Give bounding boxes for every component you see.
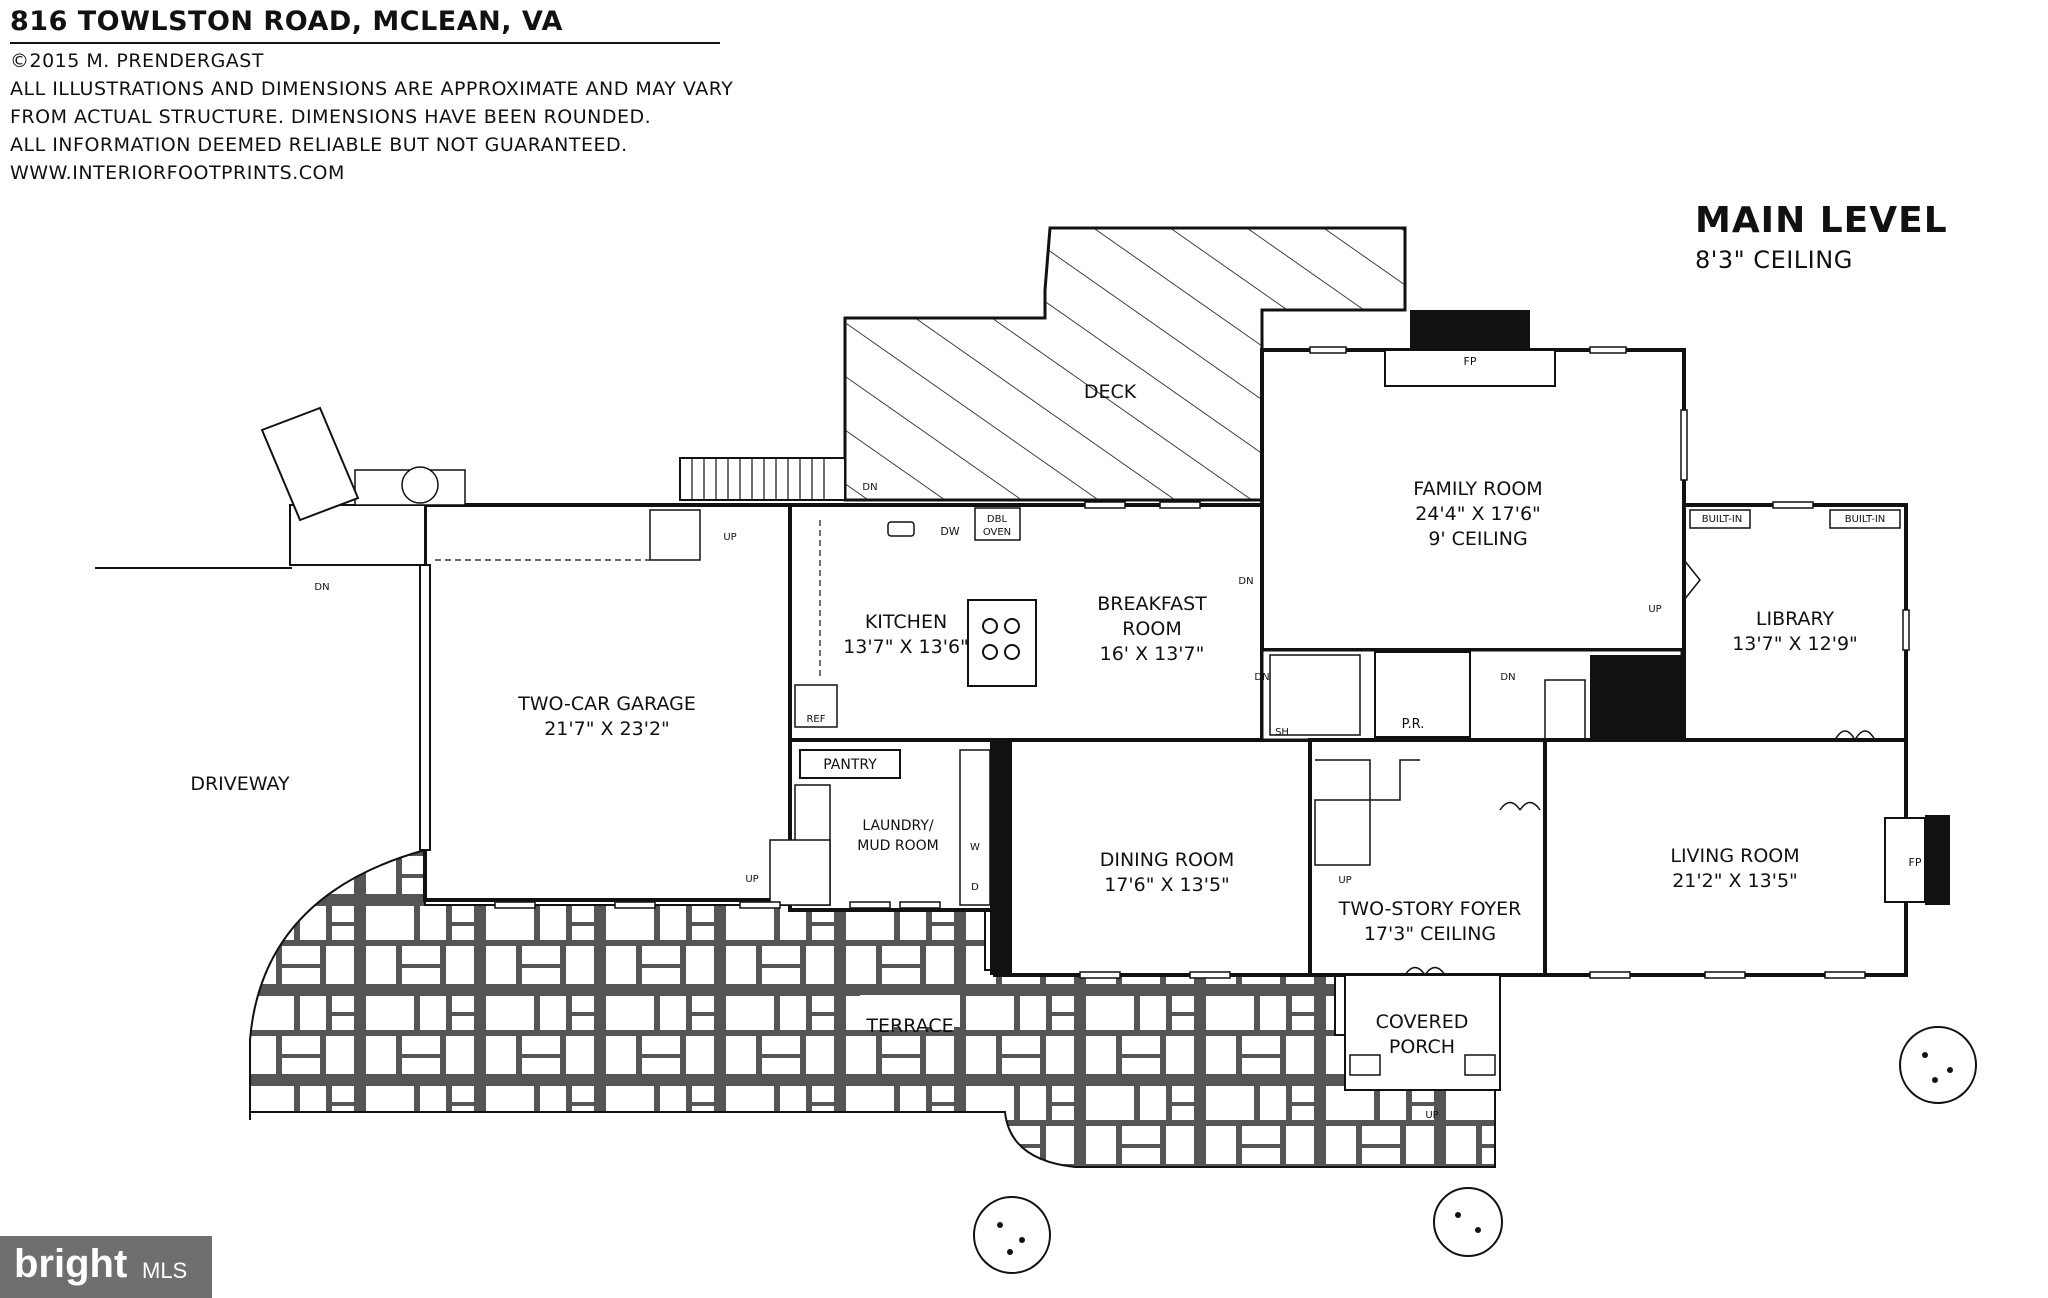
- family-room-dim: 24'4" X 17'6": [1415, 503, 1541, 525]
- garage-dim: 21'7" X 23'2": [544, 718, 670, 740]
- level-title: MAIN LEVEL: [1695, 200, 1948, 241]
- library-name: LIBRARY: [1756, 608, 1835, 630]
- foyer-name: TWO-STORY FOYER: [1338, 898, 1522, 920]
- family-room-walls: [1260, 348, 1686, 652]
- stair-dn-deck: DN: [862, 482, 877, 493]
- mls-suffix: MLS: [142, 1258, 188, 1283]
- family-fp-label: FP: [1464, 355, 1477, 368]
- kitchen-island: [967, 599, 1037, 687]
- entry-stairs: [769, 839, 831, 906]
- foyer-ceiling: 17'3" CEILING: [1364, 923, 1496, 945]
- kitchen-dim: 13'7" X 13'6": [843, 636, 969, 658]
- copyright-line: ©2015 M. PRENDERGAST: [10, 50, 264, 72]
- brand-logo-text: bright: [14, 1242, 128, 1286]
- kitchen-name: KITCHEN: [865, 611, 947, 633]
- disclaimer-line-3: ALL INFORMATION DEEMED RELIABLE BUT NOT …: [10, 134, 628, 156]
- porch-label-2: PORCH: [1389, 1036, 1455, 1058]
- disclaimer-line-2: FROM ACTUAL STRUCTURE. DIMENSIONS HAVE B…: [10, 106, 652, 128]
- living-fireplace-hearth: [1884, 817, 1926, 903]
- address-title: 816 TOWLSTON ROAD, MCLEAN, VA: [10, 6, 563, 37]
- breakfast-name-1: BREAKFAST: [1097, 593, 1207, 615]
- level-ceiling: 8'3" CEILING: [1695, 246, 1853, 274]
- foyer-curved-stair: [1315, 759, 1420, 801]
- stair-dn-basement: DN: [1500, 672, 1515, 683]
- sink: [887, 521, 915, 537]
- garage-door: [419, 564, 431, 851]
- breakfast-name-2: ROOM: [1122, 618, 1182, 640]
- dbl-oven-label-1: DBL: [987, 514, 1008, 525]
- living-fireplace-chimney: [1925, 815, 1950, 905]
- ref-label: REF: [806, 714, 825, 725]
- deck-label: DECK: [1084, 381, 1137, 403]
- rear-stairs: [679, 457, 846, 501]
- stair-dn-side: DN: [314, 582, 329, 593]
- builtin-label-2: BUILT-IN: [1845, 514, 1886, 525]
- living-room-walls: [1543, 738, 1908, 977]
- stair-dn-hall: DN: [1254, 672, 1269, 683]
- living-dim: 21'2" X 13'5": [1672, 870, 1798, 892]
- breakfast-dim: 16' X 13'7": [1100, 643, 1205, 665]
- dining-dim: 17'6" X 13'5": [1104, 874, 1230, 896]
- dining-name: DINING ROOM: [1100, 849, 1235, 871]
- living-fp-label: FP: [1909, 856, 1922, 869]
- family-fireplace-chimney: [1410, 310, 1530, 350]
- powder-room-label: P.R.: [1402, 717, 1425, 732]
- laundry-label-1: LAUNDRY/: [862, 818, 934, 834]
- terrace-label-bg: [860, 995, 960, 1027]
- sh-label: SH: [1275, 727, 1289, 738]
- stair-up-porch: UP: [1425, 1110, 1438, 1121]
- trees: [973, 1026, 1977, 1274]
- deck: [843, 226, 1407, 502]
- builtin-label-1: BUILT-IN: [1702, 514, 1743, 525]
- dw-label: DW: [940, 525, 959, 538]
- terrace-label: TERRACE: [865, 1015, 953, 1037]
- stair-up-garage: UP: [723, 532, 736, 543]
- side-ramp: [260, 406, 360, 522]
- disclaimer-line-1: ALL ILLUSTRATIONS AND DIMENSIONS ARE APP…: [10, 78, 734, 100]
- refrigerator: [794, 684, 838, 728]
- dbl-oven-label-2: OVEN: [983, 527, 1011, 538]
- library-dim: 13'7" X 12'9": [1732, 633, 1858, 655]
- driveway-label: DRIVEWAY: [190, 773, 290, 795]
- laundry-label-2: MUD ROOM: [857, 838, 938, 854]
- mls-watermark: bright MLS: [0, 1236, 212, 1298]
- living-name: LIVING ROOM: [1670, 845, 1799, 867]
- family-room-name: FAMILY ROOM: [1413, 478, 1542, 500]
- laundry-counter: [959, 749, 991, 906]
- washer-label: W: [970, 842, 980, 853]
- powder-room: [1374, 651, 1471, 738]
- title-underline: [10, 42, 720, 44]
- dryer-label: D: [971, 882, 979, 893]
- stair-up-foyer: UP: [1338, 875, 1351, 886]
- family-room-ceiling: 9' CEILING: [1428, 528, 1527, 550]
- library-walls: [1682, 503, 1908, 742]
- porch-label-1: COVERED: [1376, 1011, 1469, 1033]
- dbl-oven: [974, 507, 1021, 541]
- pantry: [799, 749, 901, 779]
- website-link[interactable]: WWW.INTERIORFOOTPRINTS.COM: [10, 162, 345, 184]
- foyer-stairs: [1314, 799, 1371, 866]
- garage-walls: [423, 503, 792, 902]
- stair-up-library: UP: [1648, 604, 1661, 615]
- stair-up-mudroom: UP: [745, 874, 758, 885]
- pantry-label: PANTRY: [823, 757, 877, 773]
- family-fireplace-hearth: [1384, 349, 1556, 387]
- garage-name: TWO-CAR GARAGE: [517, 693, 696, 715]
- garage-stairs: [649, 509, 701, 561]
- stair-dn-breakfast: DN: [1238, 576, 1253, 587]
